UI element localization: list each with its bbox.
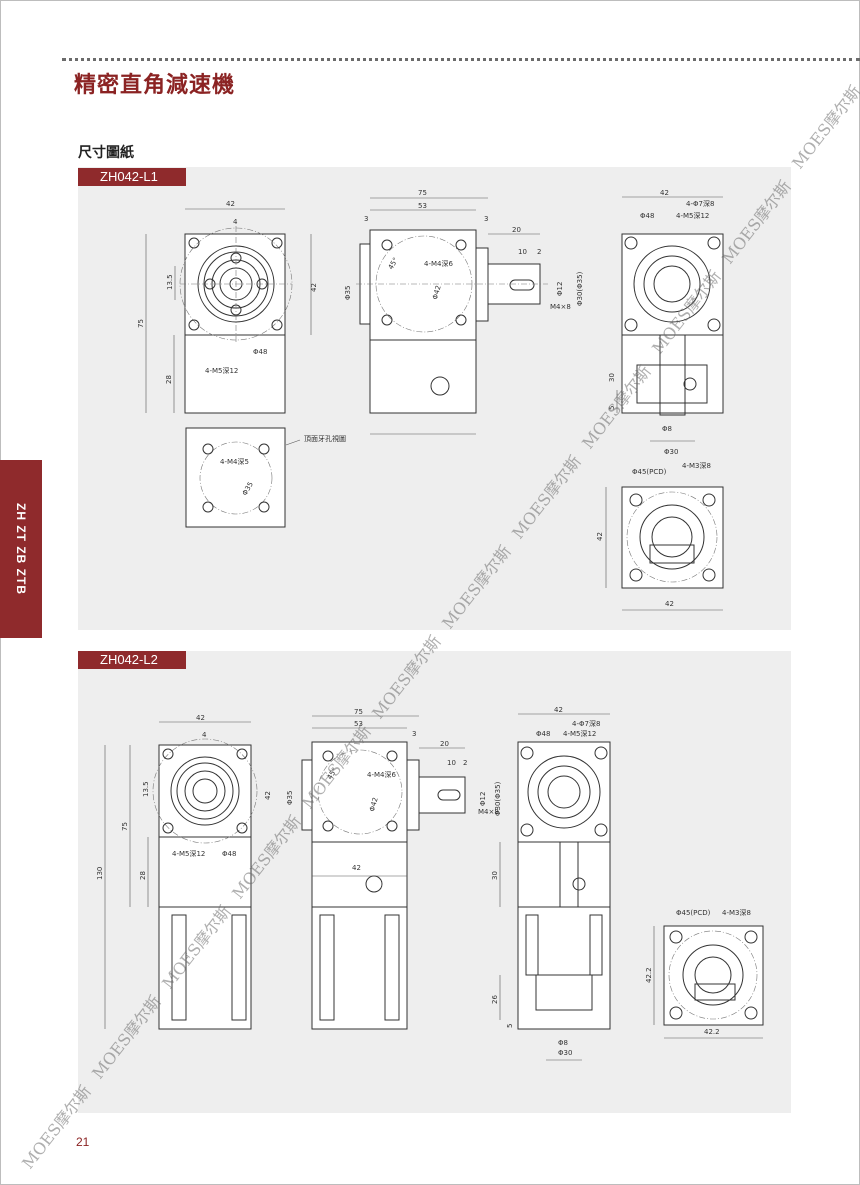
side-tab[interactable]: ZH ZT ZB ZTB bbox=[0, 460, 42, 638]
drawing-panel-l2 bbox=[78, 651, 791, 1113]
section-title: 尺寸圖紙 bbox=[78, 145, 134, 161]
side-tab-label: ZH ZT ZB ZTB bbox=[14, 503, 28, 595]
drawing-panel-l1 bbox=[78, 167, 791, 630]
model-label-l1: ZH042-L1 bbox=[78, 168, 186, 186]
header-dotted-rule bbox=[62, 58, 860, 61]
page-title: 精密直角減速機 bbox=[74, 73, 236, 98]
model-label-l2: ZH042-L2 bbox=[78, 651, 186, 669]
page-number: 21 bbox=[76, 1135, 90, 1149]
